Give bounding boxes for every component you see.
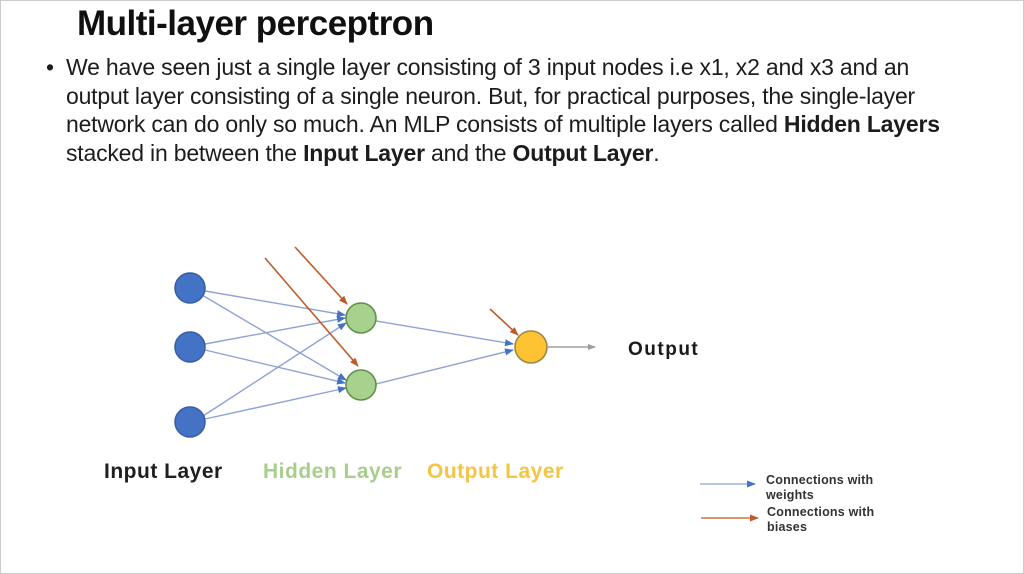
hidden-layer-label: Hidden Layer [263,460,402,483]
input-node [174,272,206,304]
weight-connection-line [204,316,346,345]
legend-weights-line1: Connections with [766,473,873,487]
bullet-marker: • [46,54,55,80]
legend-biases-line1: Connections with [767,505,874,519]
bullet-text: We have seen just a single layer consist… [66,54,940,166]
weight-connection-line [375,320,514,347]
output-node [514,330,548,364]
input-node [174,406,206,438]
bias-connection-line [264,257,359,367]
bias-connection-line [294,246,348,305]
page-title: Multi-layer perceptron [77,4,434,43]
legend-biases-line2: biases [767,520,807,534]
weight-connection-line [204,349,346,385]
hidden-node [345,369,377,401]
bullet-item: • We have seen just a single layer consi… [46,53,962,167]
weight-connection-line [204,290,346,318]
input-layer-label: Input Layer [104,460,223,483]
weight-connection-line [375,348,514,385]
weight-connection-line [202,322,347,417]
input-node [174,331,206,363]
bias-connection-line [489,308,519,336]
weight-connection-line [201,294,347,381]
hidden-node [345,302,377,334]
legend-weights-line2: weights [765,488,814,502]
weight-connection-line [204,386,347,420]
output-layer-label: Output Layer [427,460,564,483]
output-text-label: Output [628,339,699,360]
